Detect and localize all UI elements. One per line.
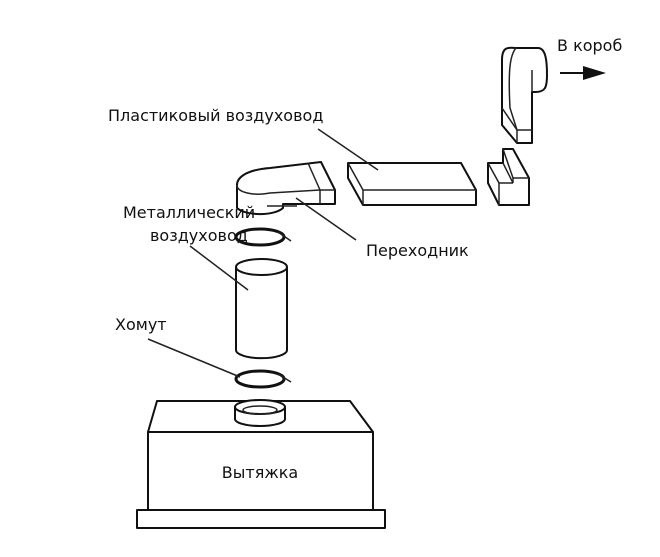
adapter: [236, 161, 336, 216]
vertical-outlet: [501, 46, 548, 144]
adapter-leader: [295, 197, 357, 241]
clamp-label: Хомут: [115, 315, 167, 334]
arrow-right-icon: [560, 66, 606, 80]
hood-label: Вытяжка: [222, 463, 298, 482]
plastic-duct-label: Пластиковый воздуховод: [108, 106, 323, 125]
plastic-duct-leader: [317, 128, 379, 171]
hood: Вытяжка: [136, 399, 386, 529]
upper-clamp: [234, 227, 292, 247]
metal-duct: [235, 258, 288, 360]
elbow-connector: [487, 148, 530, 206]
adapter-label: Переходник: [366, 241, 469, 260]
metal-duct-label-1: Металлический: [123, 203, 255, 222]
plastic-duct: [347, 162, 477, 206]
metal-duct-leader: [189, 245, 249, 291]
to-box-label: В короб: [557, 36, 622, 55]
clamp-leader: [147, 338, 241, 378]
lower-clamp: [234, 369, 292, 389]
metal-duct-label-2: воздуховод: [150, 226, 248, 245]
